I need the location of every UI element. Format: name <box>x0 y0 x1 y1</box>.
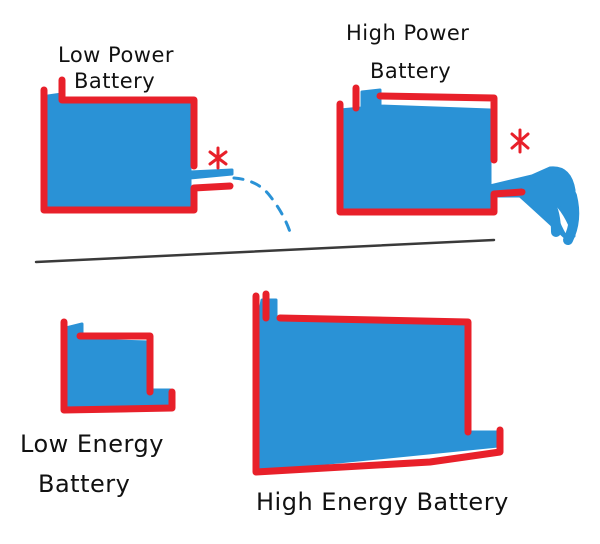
low-energy-tank-outline <box>60 318 176 414</box>
high-power-water <box>338 88 576 242</box>
high-energy-water <box>256 298 500 472</box>
high-power-valve-icon <box>510 128 530 154</box>
low-energy-battery: Low Energy Battery <box>20 318 176 498</box>
section-divider <box>34 238 496 264</box>
low-power-label-line-1: Low Power <box>58 43 174 67</box>
high-power-tank-outline <box>336 84 526 216</box>
high-power-gush-stream <box>519 173 580 245</box>
high-energy-battery: High Energy Battery <box>252 290 509 516</box>
low-energy-label-line-2: Battery <box>38 470 130 498</box>
high-energy-tank-outline <box>252 290 504 476</box>
low-energy-label-line-1: Low Energy <box>20 430 164 458</box>
high-power-label-line-2: Battery <box>370 59 451 83</box>
high-power-battery: High Power Battery <box>336 21 580 245</box>
low-power-battery: Low Power Battery <box>40 43 292 234</box>
low-power-drip-stream <box>232 176 292 234</box>
low-power-valve-icon <box>208 146 228 170</box>
high-power-label-line-1: High Power <box>346 21 469 45</box>
low-power-tank-outline <box>40 76 234 214</box>
high-energy-label: High Energy Battery <box>256 488 509 516</box>
low-power-label-line-2: Battery <box>74 69 155 93</box>
